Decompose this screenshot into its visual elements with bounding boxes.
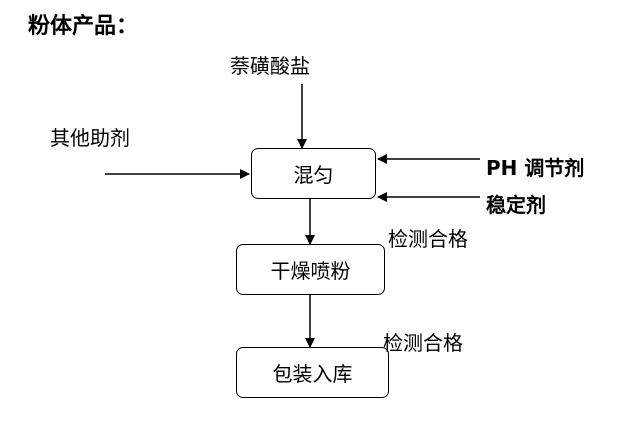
check-label-1: 检测合格: [388, 227, 468, 251]
input-label-ph: PH 调节剂: [486, 156, 585, 180]
step-label: 混匀: [293, 163, 334, 187]
input-label-stabilizer: 稳定剂: [486, 193, 546, 217]
page-title: 粉体产品：: [28, 14, 139, 39]
step-box-pack: 包装入库: [236, 347, 389, 398]
step-box-dry: 干燥喷粉: [236, 244, 385, 295]
input-label-left: 其他助剂: [50, 126, 130, 150]
input-label-top: 萘磺酸盐: [230, 54, 310, 78]
step-label: 干燥喷粉: [270, 259, 351, 283]
step-box-mix: 混匀: [251, 148, 376, 199]
step-label: 包装入库: [272, 362, 353, 386]
check-label-2: 检测合格: [383, 331, 463, 355]
